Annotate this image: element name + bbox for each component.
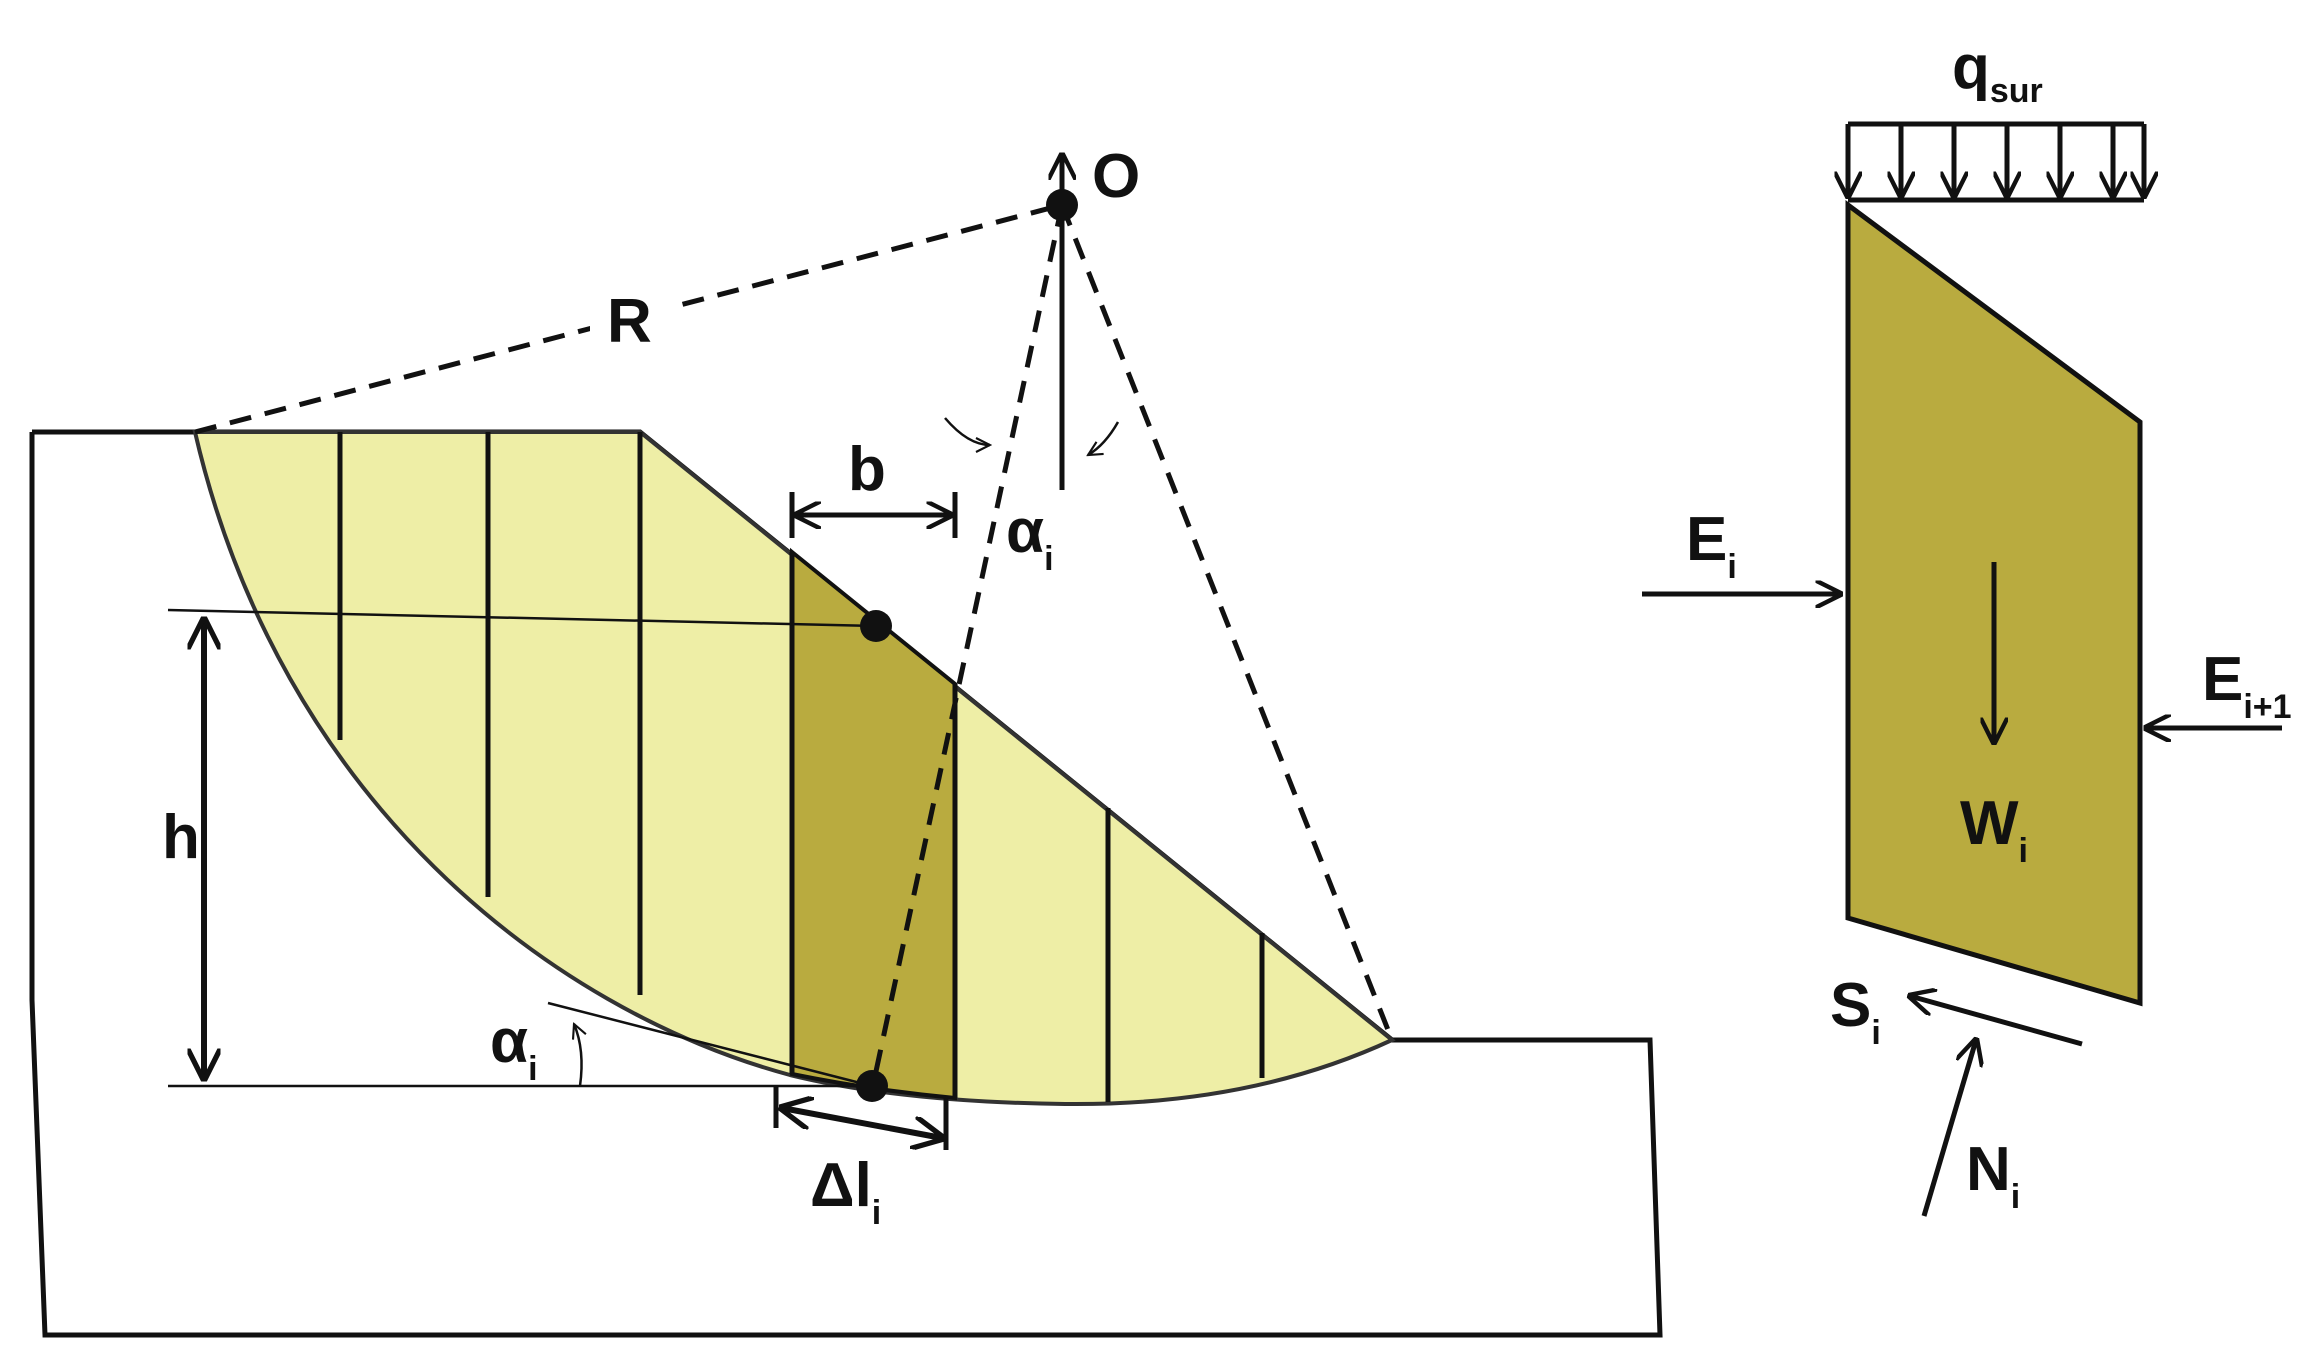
height-label: hi <box>162 803 209 884</box>
weight-label: Wi <box>1960 789 2028 870</box>
normal-label: Ni <box>1966 1135 2020 1216</box>
center-point <box>1046 189 1078 221</box>
base-tangent-line <box>547 1001 873 1088</box>
alpha-base-label: αi <box>490 1007 538 1088</box>
slice-width-label: b <box>848 435 886 504</box>
normal-arrow <box>1921 1040 1976 1217</box>
shear-label: Si <box>1830 971 1881 1052</box>
base-length-label: Δli <box>810 1151 881 1232</box>
alpha-top-label: αi <box>1006 497 1054 578</box>
surcharge-label: qsur <box>1952 33 2043 110</box>
base-angle-arc <box>574 1024 582 1087</box>
slice-top-point <box>860 610 892 642</box>
surcharge-load: qsur <box>1848 33 2144 203</box>
shear-arrow <box>1910 996 2083 1047</box>
angle-arc-right <box>1088 421 1120 455</box>
free-body-diagram: qsur Ei Ei+1 Wi Si Ni <box>1642 33 2292 1217</box>
radius-label: R <box>607 287 652 356</box>
base-length-dimension: Δli <box>773 1086 949 1232</box>
angle-arc-left <box>944 417 990 445</box>
slice-width-dimension: b <box>789 435 958 538</box>
force-right-label: Ei+1 <box>2202 645 2292 726</box>
force-left-label: Ei <box>1686 505 1737 586</box>
center-point-label: O <box>1092 142 1140 211</box>
slice-base-point <box>856 1070 888 1102</box>
top-reference-line <box>167 608 877 628</box>
slope-section: O R αi b hi αi <box>29 142 1663 1338</box>
slice-boundaries <box>337 432 1265 1102</box>
